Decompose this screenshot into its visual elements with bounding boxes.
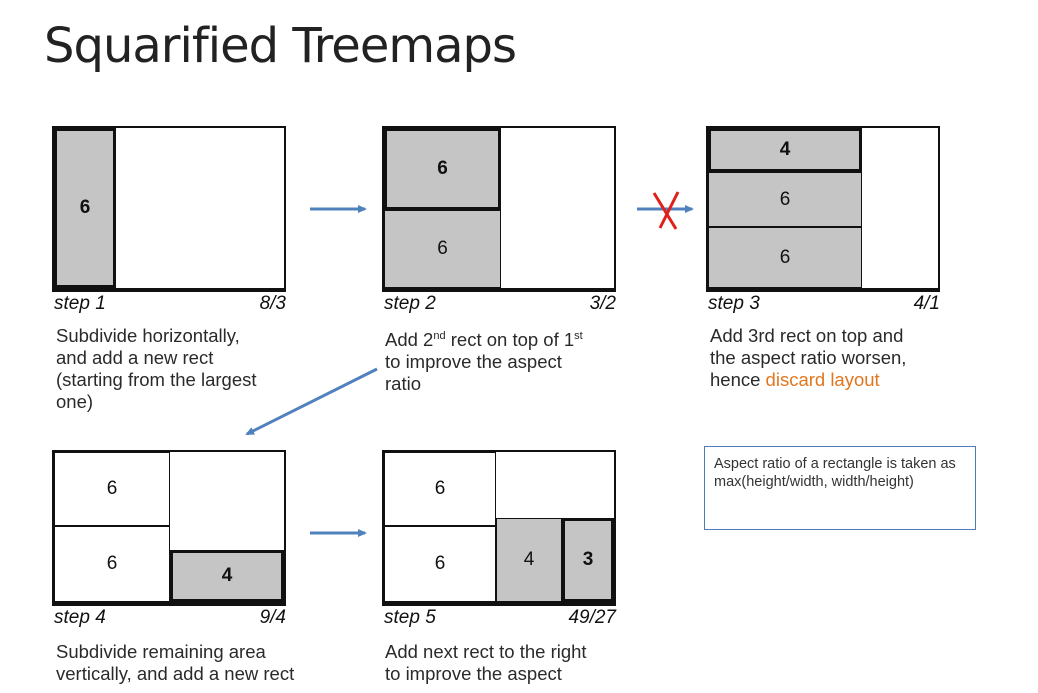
rect-6: 6 [384,452,496,526]
step-1-caption: Subdivide horizontally, and add a new re… [56,325,306,413]
step-label: step 1 [54,293,106,314]
caption-line: Add 2nd rect on top of 1st [385,329,583,351]
rect-6: 6 [384,210,501,288]
rect-6: 6 [54,526,170,602]
discard-layout-highlight: discard layout [765,369,880,390]
slide-title: Squarified Treemaps [44,18,517,74]
rect-4-new: 4 [708,128,862,172]
caption-line: (starting from the largest [56,369,257,390]
step-label: step 3 [708,293,760,314]
caption-line: Subdivide horizontally, [56,325,240,346]
aspect-ratio: 8/3 [259,293,286,314]
step-footer: step 3 4/1 [706,290,940,318]
arrow-diagonal-icon [245,367,378,436]
aspect-ratio: 3/2 [589,293,616,314]
step-footer: step 1 8/3 [52,290,286,318]
aspect-ratio: 9/4 [259,607,286,628]
step-4-caption: Subdivide remaining area vertically, and… [56,641,306,685]
treemap-frame: 6 6 4 [52,450,286,604]
step-5-caption: Add next rect to the right to improve th… [385,641,635,685]
caption-line: Subdivide remaining area [56,641,266,662]
step-label: step 4 [54,607,106,628]
aspect-ratio: 4/1 [913,293,940,314]
step-3-panel: 4 6 6 step 3 4/1 [706,126,940,324]
step-3-caption: Add 3rd rect on top and the aspect ratio… [710,325,960,391]
step-2-panel: 6 6 step 2 3/2 [382,126,616,324]
step-footer: step 5 49/27 [382,604,616,632]
step-5-panel: 6 6 4 3 step 5 49/27 [382,450,616,648]
treemap-frame: 6 [52,126,286,290]
caption-line: ratio [385,373,421,395]
treemap-frame: 4 6 6 [706,126,940,290]
caption-line: hence discard layout [710,369,880,390]
treemap-frame: 6 6 [382,126,616,290]
caption-line: to improve the aspect [385,351,562,373]
reject-cross-icon [652,191,680,230]
caption-line: the aspect ratio worsen, [710,347,907,368]
step-footer: step 2 3/2 [382,290,616,318]
treemap-frame: 6 6 4 3 [382,450,616,604]
rect-6: 6 [54,452,170,526]
rect-4: 4 [496,518,562,602]
caption-line: to improve the aspect [385,663,562,684]
step-1-panel: 6 step 1 8/3 [52,126,286,324]
step-4-panel: 6 6 4 step 4 9/4 [52,450,286,648]
step-label: step 5 [384,607,436,628]
step-label: step 2 [384,293,436,314]
rect-6: 6 [708,172,862,227]
aspect-ratio: 49/27 [568,607,616,628]
step-footer: step 4 9/4 [52,604,286,632]
aspect-ratio-note: Aspect ratio of a rectangle is taken as … [704,446,976,530]
rect-6-new: 6 [384,128,501,210]
caption-line: vertically, and add a new rect [56,663,295,684]
rect-6-new: 6 [54,128,116,288]
step-2-caption: Add 2nd rect on top of 1st to improve th… [385,325,635,395]
rect-6: 6 [384,526,496,602]
caption-line: and add a new rect [56,347,214,368]
rect-6: 6 [708,227,862,288]
caption-line: Add next rect to the right [385,641,587,662]
rect-4-new: 4 [170,550,284,602]
rect-3-new: 3 [562,518,614,602]
caption-line: Add 3rd rect on top and [710,325,904,346]
caption-line: one) [56,391,94,412]
